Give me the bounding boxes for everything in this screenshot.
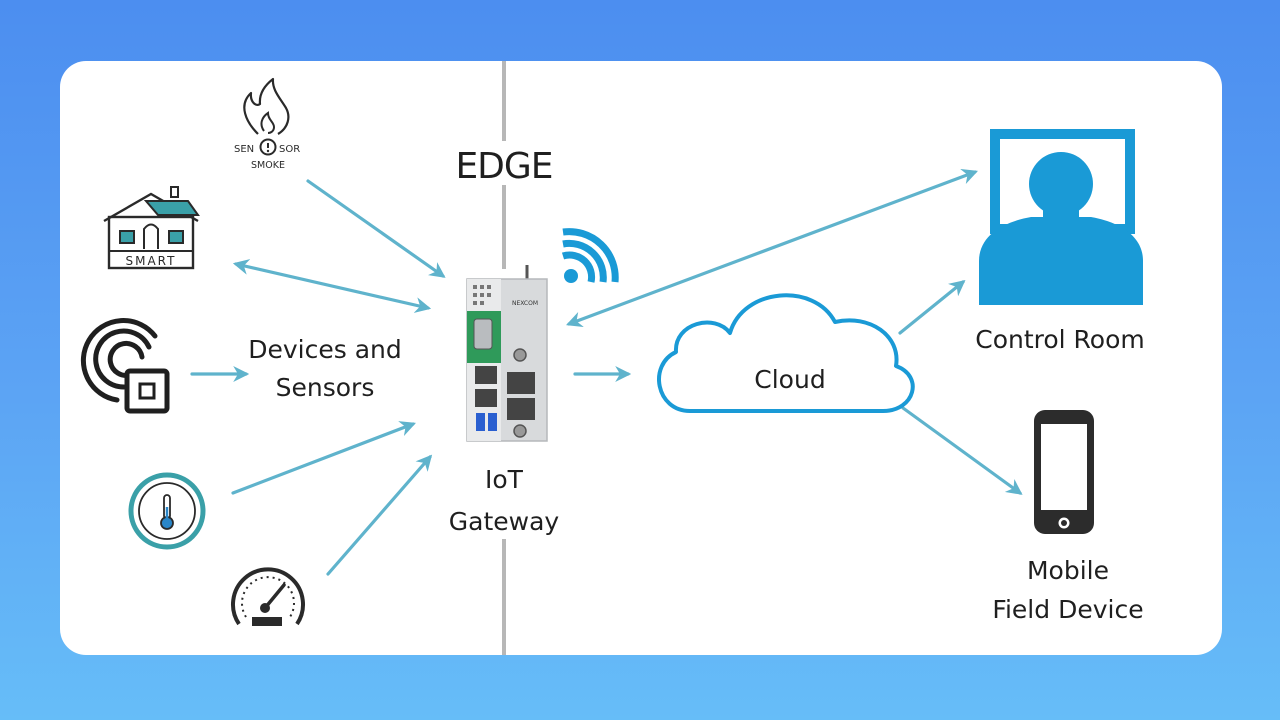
control-room-label: Control Room: [975, 325, 1145, 354]
mobile-label-line2: Field Device: [992, 595, 1144, 624]
cloud-icon: [657, 293, 915, 413]
edge-label: EDGE: [455, 146, 553, 187]
iot-gateway-device: NEXCOM: [466, 265, 548, 442]
smoke-sor-text: SOR: [279, 144, 300, 155]
gateway-brand-text: NEXCOM: [512, 300, 538, 307]
mobile-phone-icon: [1034, 410, 1094, 534]
control-room-person-icon: [979, 129, 1143, 305]
arrow-thermo-to-gateway: [231, 421, 416, 495]
devices-label-line1: Devices and: [248, 335, 402, 364]
mobile-label-line1: Mobile: [1026, 556, 1109, 585]
smart-home-icon: SMART: [103, 186, 200, 270]
diagram-card: SEN SOR SMOKE SMART: [60, 61, 1222, 655]
rfid-icon: [80, 318, 170, 414]
cloud-label: Cloud: [754, 365, 826, 394]
arrow-speed-to-gateway: [326, 454, 433, 576]
smoke-sub-text: SMOKE: [251, 160, 285, 171]
smart-text: SMART: [126, 254, 177, 268]
smoke-sensor-icon: SEN SOR SMOKE: [234, 77, 300, 171]
gateway-label-line1: IoT: [485, 465, 523, 494]
diagram-canvas: SEN SOR SMOKE SMART: [80, 61, 1143, 655]
arrow-home-gateway: [232, 259, 432, 313]
arrow-smoke-to-gateway: [306, 179, 446, 278]
arrow-cloud-to-control-room: [898, 279, 966, 335]
arrow-cloud-to-mobile: [901, 406, 1023, 495]
arrow-gateway-control-room: [566, 168, 978, 328]
devices-label-line2: Sensors: [275, 373, 375, 402]
smoke-sen-text: SEN: [234, 144, 254, 155]
thermometer-gauge-icon: [128, 472, 206, 550]
gateway-label-line2: Gateway: [448, 507, 560, 536]
wifi-icon: [561, 228, 619, 283]
speedometer-icon: [231, 567, 305, 626]
